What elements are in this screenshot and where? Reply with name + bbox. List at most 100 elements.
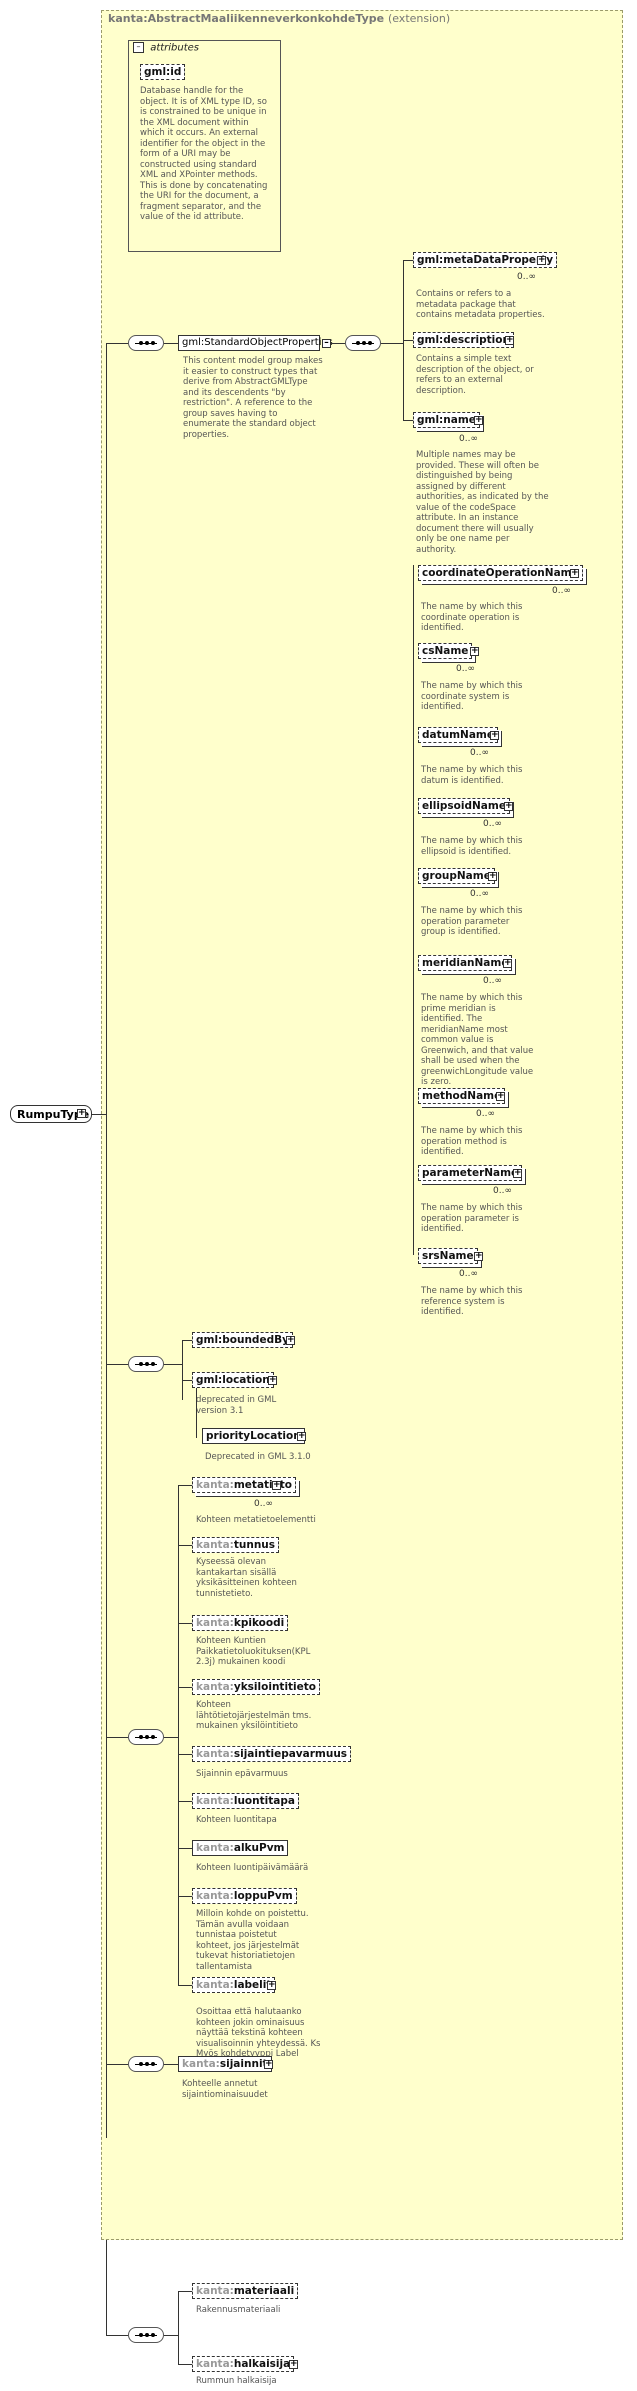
group-standard-object-properties[interactable]: gml:StandardObjectProperties: [178, 335, 333, 351]
connector: [413, 565, 414, 1255]
expand-icon[interactable]: +: [286, 1335, 295, 1345]
connector: [106, 1364, 128, 1365]
element-gml-boundedby[interactable]: gml:boundedBy: [192, 1332, 293, 1348]
expand-icon[interactable]: +: [470, 646, 479, 656]
sequence-compositor: [128, 1356, 164, 1372]
occurrence: 0..∞: [552, 586, 571, 596]
expand-icon[interactable]: –: [322, 339, 331, 348]
extension-type-name: kanta:AbstractMaaliikenneverkonkohdeType: [108, 12, 385, 25]
element-desc: Rummun halkaisija: [196, 2376, 277, 2386]
connector: [403, 340, 413, 341]
expand-icon[interactable]: +: [272, 1480, 281, 1490]
attribute-gml-id[interactable]: gml:id: [140, 64, 186, 80]
expand-icon[interactable]: +: [289, 2359, 298, 2369]
element-ellipsoidname[interactable]: ellipsoidName: [418, 798, 510, 814]
expand-icon[interactable]: +: [490, 730, 499, 740]
sequence-compositor: [128, 2056, 164, 2072]
element-kanta-tunnus[interactable]: kanta:tunnus: [192, 1537, 280, 1553]
element-kanta-sijainnit[interactable]: kanta:sijainnit: [178, 2056, 272, 2072]
element-desc: Contains or refers to a metadata package…: [416, 289, 545, 320]
element-desc: deprecated in GML version 3.1: [196, 1395, 277, 1416]
connector: [178, 1896, 192, 1897]
attributes-header[interactable]: – attributes: [133, 42, 199, 54]
element-desc: Rakennusmateriaali: [196, 2305, 281, 2315]
extension-title: kanta:AbstractMaaliikenneverkonkohdeType…: [108, 12, 450, 25]
element-prioritylocation[interactable]: priorityLocation: [202, 1428, 305, 1444]
expand-icon[interactable]: +: [570, 568, 579, 578]
connector: [106, 2064, 128, 2065]
element-kanta-metatieto[interactable]: kanta:metatieto: [192, 1477, 296, 1493]
expand-icon[interactable]: +: [264, 2059, 273, 2069]
element-coordinateoperationname[interactable]: coordinateOperationName: [418, 565, 583, 581]
expand-icon[interactable]: +: [505, 335, 514, 345]
element-kanta-loppupvm[interactable]: kanta:loppuPvm: [192, 1888, 297, 1904]
expand-icon[interactable]: +: [513, 1168, 522, 1178]
element-kanta-yksilointitieto[interactable]: kanta:yksilointitieto: [192, 1679, 321, 1695]
element-datumname[interactable]: datumName: [418, 727, 498, 743]
element-groupname[interactable]: groupName: [418, 868, 495, 884]
expand-icon[interactable]: +: [537, 255, 546, 265]
root-element-rumputype[interactable]: RumpuType +: [10, 1105, 92, 1123]
expand-icon[interactable]: +: [488, 871, 497, 881]
element-desc: Kohteen metatietoelementti: [196, 1515, 316, 1525]
expand-icon[interactable]: +: [297, 1431, 306, 1441]
expand-icon[interactable]: +: [268, 1375, 277, 1385]
element-kanta-kpikoodi[interactable]: kanta:kpikoodi: [192, 1615, 289, 1631]
connector: [178, 2291, 179, 2364]
occurrence: 0..∞: [483, 819, 502, 829]
occurrence: 0..∞: [254, 1499, 273, 1509]
element-kanta-sijaintiepavarmuus[interactable]: kanta:sijaintiepavarmuus: [192, 1746, 352, 1762]
expand-icon[interactable]: +: [504, 801, 513, 811]
connector: [164, 1364, 182, 1365]
attribute-gml-id-desc: Database handle for the object. It is of…: [140, 86, 268, 222]
element-parametername[interactable]: parameterName: [418, 1165, 523, 1181]
element-desc: Kohteen Kuntien Paikkatietoluokituksen(K…: [196, 1636, 311, 1667]
attributes-title: attributes: [150, 42, 200, 54]
expand-icon[interactable]: +: [77, 1108, 86, 1118]
element-gml-metadataproperty[interactable]: gml:metaDataProperty: [413, 252, 558, 268]
expand-icon[interactable]: +: [474, 1251, 483, 1261]
sequence-compositor: [128, 1729, 164, 1745]
connector: [178, 1985, 192, 1986]
expand-icon[interactable]: +: [503, 958, 512, 968]
expand-icon[interactable]: +: [496, 1091, 505, 1101]
element-desc: The name by which this coordinate operat…: [421, 602, 523, 633]
element-csname[interactable]: csName: [418, 643, 473, 659]
connector: [164, 1737, 178, 1738]
expand-icon[interactable]: +: [267, 1980, 276, 1990]
connector: [403, 260, 413, 261]
element-kanta-alkupvm[interactable]: kanta:alkuPvm: [192, 1840, 289, 1856]
element-desc: The name by which this ellipsoid is iden…: [421, 836, 523, 857]
element-desc: Sijainnin epävarmuus: [196, 1769, 288, 1779]
connector: [92, 1114, 106, 1115]
connector: [178, 1848, 192, 1849]
connector: [182, 1340, 183, 1400]
occurrence: 0..∞: [470, 748, 489, 758]
element-meridianname[interactable]: meridianName: [418, 955, 513, 971]
element-desc: The name by which this reference system …: [421, 1286, 523, 1317]
element-kanta-materiaali[interactable]: kanta:materiaali: [192, 2283, 299, 2299]
connector: [178, 1485, 192, 1486]
element-gml-name[interactable]: gml:name: [413, 412, 480, 428]
connector: [178, 2364, 192, 2365]
sequence-compositor: [345, 335, 381, 351]
occurrence: 0..∞: [459, 1269, 478, 1279]
collapse-icon[interactable]: –: [133, 42, 144, 53]
element-methodname[interactable]: methodName: [418, 1088, 506, 1104]
element-desc: Kohteen luontitapa: [196, 1815, 277, 1825]
expand-icon[interactable]: +: [474, 415, 483, 425]
element-desc: Kohteen lähtötietojärjestelmän tms. muka…: [196, 1700, 312, 1731]
element-kanta-luontitapa[interactable]: kanta:luontitapa: [192, 1793, 299, 1809]
element-gml-description[interactable]: gml:description: [413, 332, 514, 348]
connector: [381, 343, 403, 344]
element-kanta-labelit[interactable]: kanta:labelit: [192, 1977, 276, 1993]
occurrence: 0..∞: [517, 272, 536, 282]
connector: [178, 2291, 192, 2292]
connector: [178, 1687, 192, 1688]
connector: [164, 2064, 178, 2065]
element-kanta-halkaisija[interactable]: kanta:halkaisija: [192, 2356, 295, 2372]
element-desc: The name by which this datum is identifi…: [421, 765, 523, 786]
element-srsname[interactable]: srsName: [418, 1248, 478, 1264]
element-gml-location[interactable]: gml:location: [192, 1372, 274, 1388]
element-desc: Kohteelle annetut sijaintiominaisuudet: [182, 2079, 268, 2100]
